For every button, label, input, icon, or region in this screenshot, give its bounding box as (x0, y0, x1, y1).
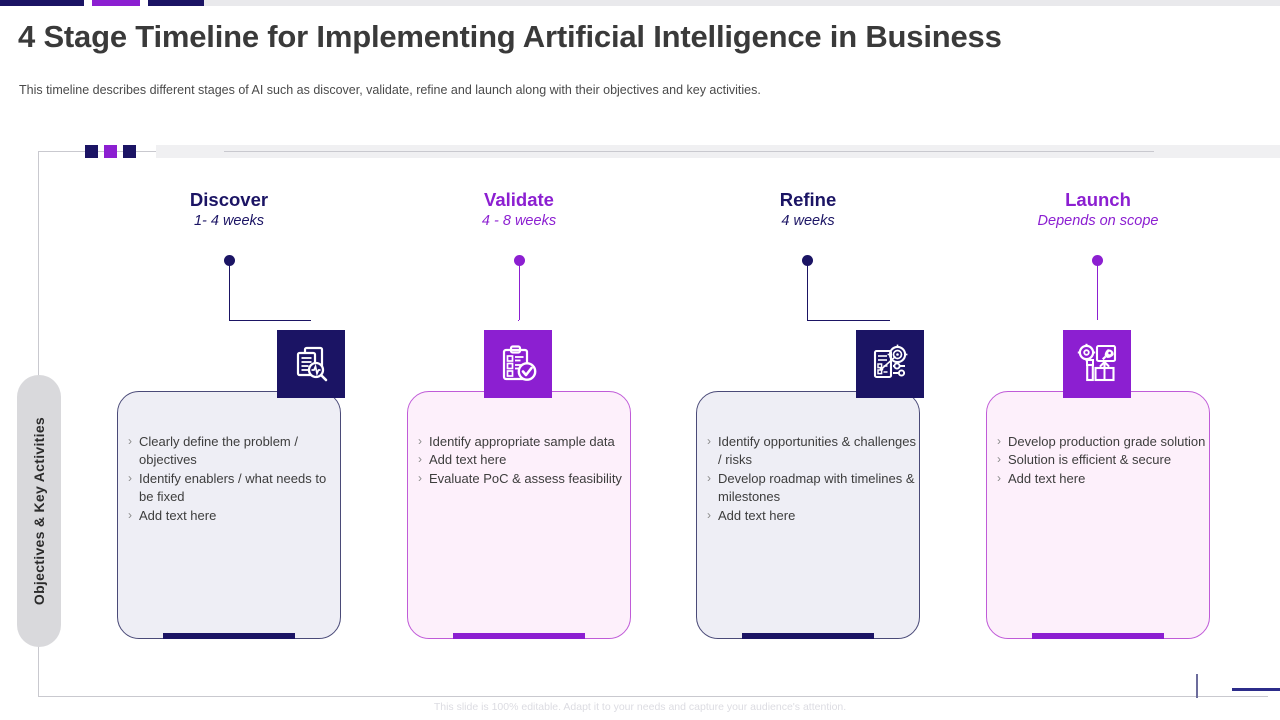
chevron-right-icon: › (418, 452, 422, 467)
chevron-right-icon: › (418, 470, 422, 485)
stage-header-1: Validate 4 - 8 weeks (374, 188, 664, 231)
page-subtitle: This timeline describes different stages… (19, 83, 761, 97)
bullet-item: › Develop production grade solution (997, 433, 1209, 451)
stage-duration-2: 4 weeks (781, 213, 835, 230)
bullet-item: › Add text here (707, 507, 919, 525)
stage-duration-3: Depends on scope (1037, 213, 1159, 230)
clipboard-check-icon (496, 342, 540, 386)
top-accent-segment-navy-1 (0, 0, 84, 6)
timeline-connector-line-2 (807, 261, 808, 320)
top-accent-segment-grey (204, 0, 1280, 6)
target-settings-icon (868, 342, 912, 386)
stage-column-discover: Discover 1- 4 weeks › Clearly define th (84, 151, 374, 671)
chevron-right-icon: › (997, 434, 1001, 448)
chevron-right-icon: › (128, 507, 132, 522)
stage-header-0: Discover 1- 4 weeks (84, 188, 374, 231)
timeline-connector-elbow-1 (518, 320, 519, 321)
bullet-text: Evaluate PoC & assess feasibility (429, 470, 622, 486)
stage-bullet-list-1: › Identify appropriate sample data › Add… (418, 433, 630, 488)
bullet-item: › Add text here (128, 507, 340, 525)
chevron-right-icon: › (418, 434, 422, 448)
bullet-item: › Develop roadmap with timelines & miles… (707, 470, 919, 507)
timeline-dot-3 (1092, 255, 1103, 266)
bullet-item: › Identify enablers / what needs to be f… (128, 470, 340, 507)
chevron-right-icon: › (707, 470, 711, 485)
stage-card-0 (117, 391, 341, 639)
timeline-connector-line-3 (1097, 261, 1098, 320)
timeline-connector-line-1 (519, 261, 520, 320)
bullet-item: › Add text here (418, 451, 630, 469)
bullet-text: Develop roadmap with timelines & milesto… (718, 470, 915, 505)
decorative-squares (85, 145, 136, 158)
stage-name-2: Refine (779, 189, 837, 210)
bullet-item: › Identify appropriate sample data (418, 433, 630, 451)
stage-icon-box-2 (856, 330, 924, 398)
top-accent-segment-purple (92, 0, 140, 6)
timeline-connector-line-0 (229, 261, 230, 320)
stage-bullet-list-2: › Identify opportunities & challenges / … (707, 433, 919, 525)
chevron-right-icon: › (997, 452, 1001, 467)
bullet-text: Solution is efficient & secure (1008, 452, 1172, 468)
bullet-text: Add text here (1008, 470, 1086, 486)
stage-duration-0: 1- 4 weeks (193, 213, 265, 230)
top-accent-segment-navy-2 (148, 0, 204, 6)
decorative-square-navy-2 (123, 145, 136, 158)
bullet-text: Clearly define the problem / objectives (139, 434, 298, 468)
side-label-objectives: Objectives & Key Activities (17, 375, 61, 647)
stage-bullet-list-3: › Develop production grade solution › So… (997, 433, 1209, 488)
bullet-item: › Add text here (997, 470, 1209, 488)
bullet-text: Add text here (429, 452, 507, 468)
stage-name-3: Launch (1065, 189, 1131, 210)
stage-header-3: Launch Depends on scope (953, 188, 1243, 231)
stage-bullet-list-0: › Clearly define the problem / objective… (128, 433, 340, 525)
chevron-right-icon: › (128, 434, 132, 448)
chevron-right-icon: › (707, 434, 711, 448)
bullet-text: Identify enablers / what needs to be fix… (139, 470, 327, 505)
stage-card-3 (986, 391, 1210, 639)
bullet-item: › Identify opportunities & challenges / … (707, 433, 919, 470)
stage-column-launch: Launch Depends on scope › (953, 151, 1243, 671)
bullet-item: › Clearly define the problem / objective… (128, 433, 340, 470)
document-search-icon (289, 342, 333, 386)
stage-card-1 (407, 391, 631, 639)
stage-icon-box-1 (484, 330, 552, 398)
decorative-square-purple (104, 145, 117, 158)
frame-bottom-right-bar (1232, 688, 1280, 691)
bullet-text: Add text here (718, 507, 796, 523)
chevron-right-icon: › (997, 470, 1001, 485)
chevron-right-icon: › (128, 470, 132, 485)
stage-duration-1: 4 - 8 weeks (481, 213, 557, 230)
decorative-square-navy-1 (85, 145, 98, 158)
bullet-item: › Evaluate PoC & assess feasibility (418, 470, 630, 488)
top-accent-bar (0, 0, 1280, 6)
side-label-text: Objectives & Key Activities (31, 416, 47, 606)
stage-icon-box-3 (1063, 330, 1131, 398)
bullet-text: Develop production grade solution (1008, 434, 1206, 449)
top-accent-gap-1 (84, 0, 92, 6)
stage-column-refine: Refine 4 weeks (663, 151, 953, 671)
stage-column-validate: Validate 4 - 8 weeks › Id (374, 151, 664, 671)
bullet-text: Identify appropriate sample data (429, 434, 615, 449)
timeline-dot-0 (224, 255, 235, 266)
bullet-text: Identify opportunities & challenges / ri… (718, 434, 917, 468)
chevron-right-icon: › (707, 507, 711, 522)
timeline-frame-top-line-right (224, 151, 1154, 152)
top-accent-gap-2 (140, 0, 148, 6)
stage-icon-box-0 (277, 330, 345, 398)
timeline-dot-1 (514, 255, 525, 266)
footer-note: This slide is 100% editable. Adapt it to… (433, 701, 847, 713)
timeline-connector-elbow-0 (229, 320, 311, 321)
bullet-text: Add text here (139, 507, 217, 523)
stage-header-2: Refine 4 weeks (663, 188, 953, 231)
bullet-item: › Solution is efficient & secure (997, 451, 1209, 469)
stage-name-1: Validate (484, 189, 554, 210)
rocket-launch-icon (1075, 342, 1119, 386)
frame-right-tick (1196, 674, 1198, 698)
stage-name-0: Discover (189, 189, 269, 210)
page-title: 4 Stage Timeline for Implementing Artifi… (18, 19, 1002, 54)
timeline-dot-2 (802, 255, 813, 266)
timeline-connector-elbow-2 (807, 320, 890, 321)
